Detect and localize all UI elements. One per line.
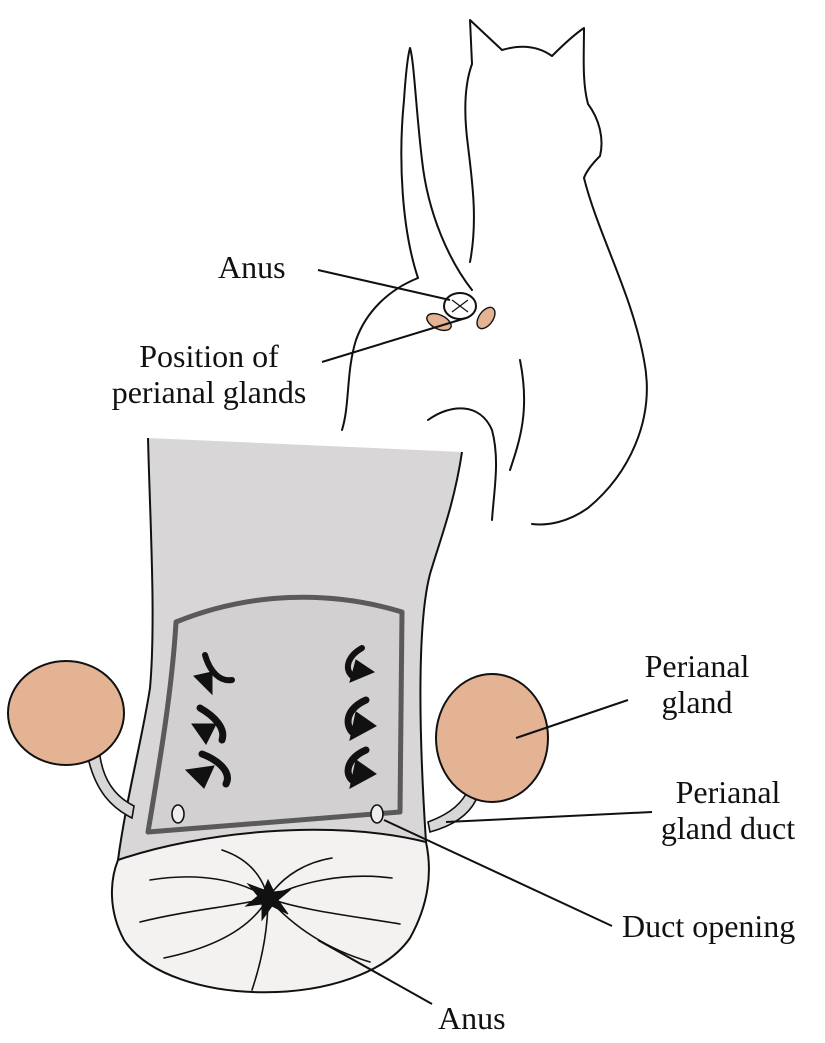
cat-tail bbox=[400, 47, 473, 291]
anal-opening bbox=[244, 878, 292, 922]
cutaway-window bbox=[145, 594, 405, 835]
leader-duct-opening bbox=[383, 819, 613, 927]
cat-neck bbox=[464, 63, 475, 263]
cat-gland-left bbox=[426, 312, 452, 332]
label-duct-line1: Perianal bbox=[675, 774, 781, 810]
cat-back bbox=[531, 177, 648, 526]
right-perianal-gland bbox=[435, 673, 549, 803]
cat-hip bbox=[341, 277, 419, 431]
arrow-left-1 bbox=[193, 652, 235, 696]
label-position-line1: Position of bbox=[139, 338, 279, 374]
arrow-right-2 bbox=[344, 696, 377, 741]
label-anus-top: Anus bbox=[218, 249, 286, 285]
flow-arrows bbox=[184, 645, 377, 789]
cat-head bbox=[469, 19, 603, 179]
leader-gland-duct bbox=[445, 811, 653, 823]
leader-anus-bottom bbox=[317, 939, 433, 1005]
label-position-glands: Position of perianal glands bbox=[96, 338, 322, 410]
label-position-line2: perianal glands bbox=[111, 374, 307, 410]
duct-opening-right bbox=[370, 804, 384, 824]
label-duct-opening: Duct opening bbox=[622, 908, 796, 944]
label-perianal-gland: Perianal gland bbox=[632, 648, 762, 720]
arrow-right-1 bbox=[344, 645, 376, 683]
cat-anus-marker bbox=[443, 292, 477, 320]
arrow-right-3 bbox=[344, 746, 377, 789]
cat-hind-leg bbox=[427, 407, 498, 521]
left-gland-duct bbox=[87, 755, 135, 820]
tissue-edge-left bbox=[117, 437, 154, 861]
leader-perianal-gland bbox=[515, 699, 629, 739]
arrow-left-2 bbox=[191, 704, 227, 745]
label-gland-line2: gland bbox=[661, 684, 733, 720]
arrow-left-3 bbox=[184, 750, 231, 789]
left-perianal-gland bbox=[7, 660, 125, 766]
cat-belly-line bbox=[509, 359, 526, 471]
leader-position-glands bbox=[321, 317, 467, 363]
duct-opening-left bbox=[171, 804, 185, 824]
label-anus-bottom: Anus bbox=[438, 1000, 506, 1036]
label-duct-line2: gland duct bbox=[660, 810, 796, 846]
leader-anus-top bbox=[317, 269, 451, 301]
anal-face bbox=[111, 828, 430, 994]
leader-lines bbox=[317, 269, 653, 1005]
label-gland-line1: Perianal bbox=[644, 648, 750, 684]
cat-gland-right bbox=[476, 306, 496, 330]
anal-rim bbox=[111, 828, 430, 994]
right-gland-duct bbox=[427, 792, 478, 833]
label-perianal-gland-duct: Perianal gland duct bbox=[650, 774, 806, 846]
cat-outline bbox=[341, 19, 648, 526]
tissue-edge-right bbox=[419, 451, 463, 843]
